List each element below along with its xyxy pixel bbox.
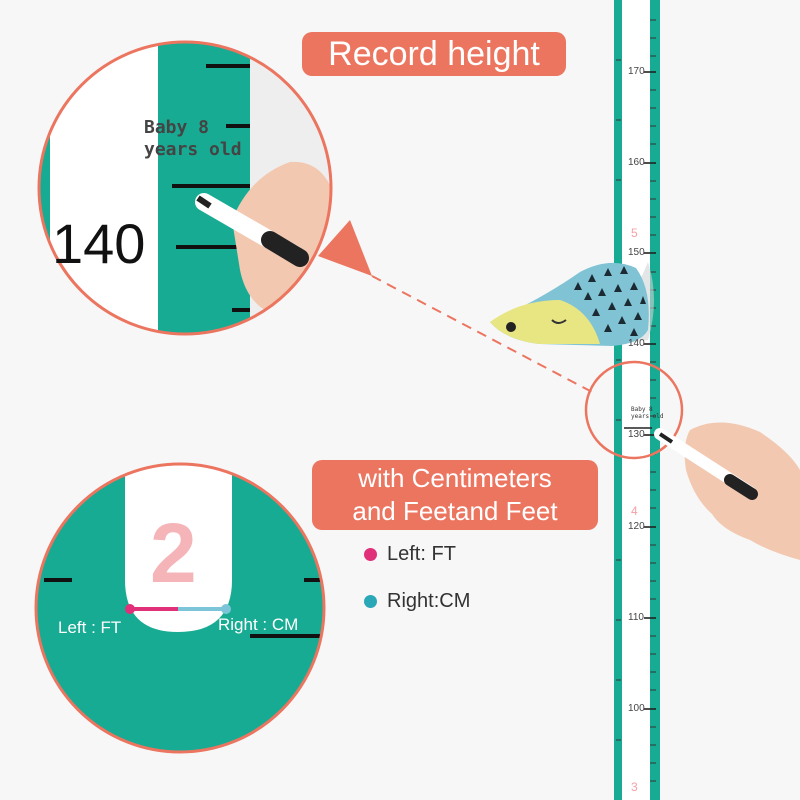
hedgehog-slider[interactable] xyxy=(490,262,654,346)
teal-dot-icon xyxy=(364,595,377,608)
legend-ft-label: Left: FT xyxy=(387,543,456,565)
feature-line-2: and Feetand Feet xyxy=(352,496,558,526)
ruler-note: Baby 8 years old xyxy=(631,406,664,420)
zoom-cm-number: 140 xyxy=(52,212,146,275)
feature-line-1: with Centimeters xyxy=(358,463,552,493)
legend-ft: Left: FT xyxy=(364,543,456,566)
pink-dot-icon xyxy=(364,548,377,561)
ruler-cm-label: 120 xyxy=(628,521,645,532)
ruler-ft-label: 4 xyxy=(631,504,638,518)
zoom-ft-number: 2 xyxy=(150,506,197,600)
legend-cm-label: Right:CM xyxy=(387,590,471,612)
legend-cm: Right:CM xyxy=(364,590,470,613)
title-badge: Record height xyxy=(302,32,566,76)
ruler-cm-label: 100 xyxy=(628,703,645,714)
ruler-ft-label: 3 xyxy=(631,780,638,794)
ruler-cm-label: 110 xyxy=(628,612,644,623)
ruler-ft-label: 5 xyxy=(631,226,638,240)
zoom-left-label: Left : FT xyxy=(58,618,122,637)
zoom-note-line-1: Baby 8 xyxy=(144,117,210,138)
ruler-cm-label: 130 xyxy=(628,429,645,440)
hand-marker xyxy=(654,422,800,560)
height-ruler xyxy=(614,0,660,800)
feature-badge: with Centimeters and Feetand Feet xyxy=(312,460,598,530)
zoom-note: Baby 8 years old xyxy=(144,117,242,161)
ruler-cm-label: 170 xyxy=(628,66,645,77)
small-magnifier xyxy=(584,360,684,460)
zoom-note-line-2: years old xyxy=(144,139,242,160)
top-zoom-circle xyxy=(37,40,333,336)
dashed-connector xyxy=(371,275,593,393)
ruler-cm-label: 150 xyxy=(628,247,645,258)
ruler-cm-label: 160 xyxy=(628,157,645,168)
zoom-right-label: Right : CM xyxy=(218,615,299,634)
ruler-cm-label: 140 xyxy=(628,338,645,349)
pointer-arrow-icon xyxy=(318,220,372,276)
bottom-zoom-circle xyxy=(34,462,326,754)
ruler-note-line-2: years old xyxy=(631,413,664,420)
ruler-note-line-1: Baby 8 xyxy=(631,406,653,413)
title-text: Record height xyxy=(328,35,540,73)
